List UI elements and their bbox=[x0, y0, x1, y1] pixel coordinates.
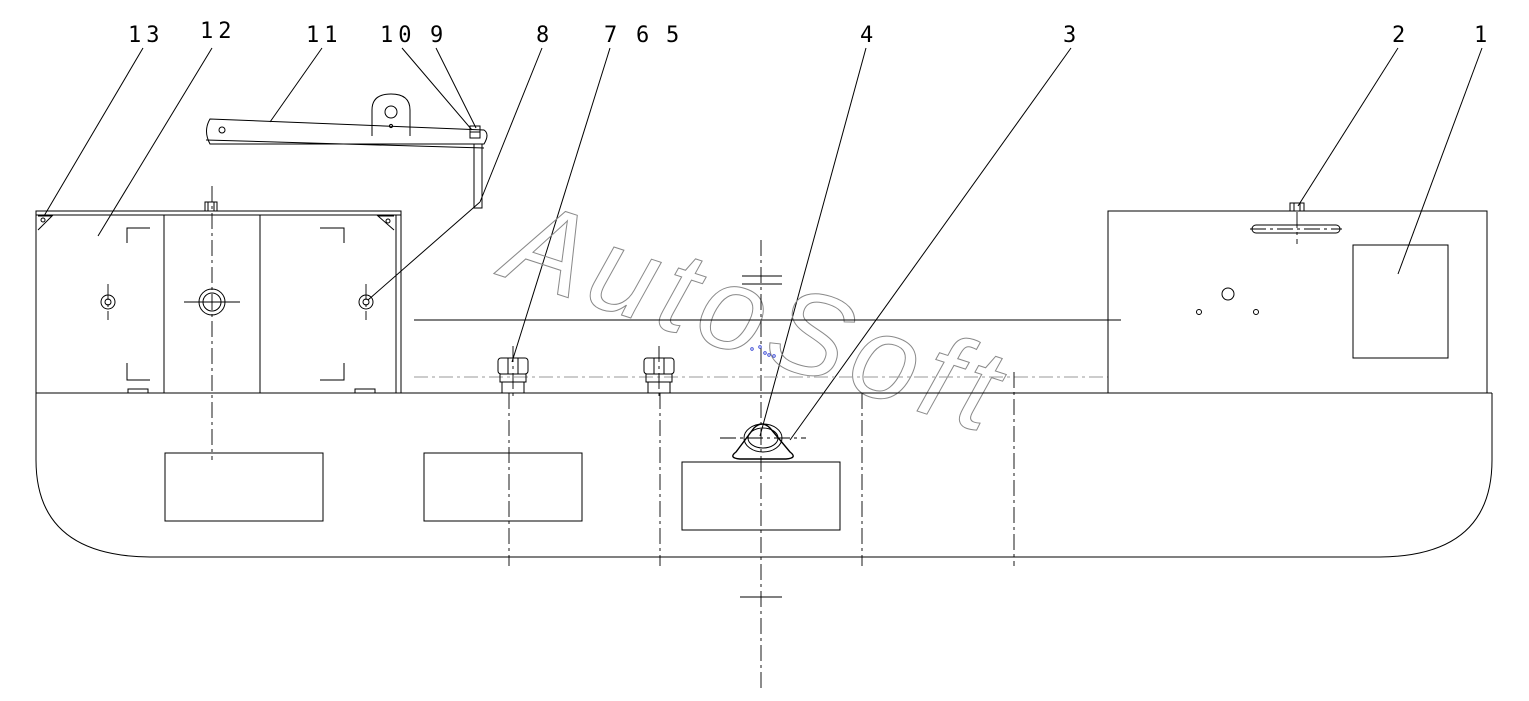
cover-bar-hole bbox=[218, 126, 226, 134]
top-stud bbox=[204, 201, 218, 212]
callout-labels: 13 12 11 10 9 8 7 6 5 4 3 2 1 bbox=[128, 19, 1492, 48]
bolt-1 bbox=[497, 346, 529, 566]
callout-10[interactable]: 10 bbox=[380, 23, 417, 48]
cover-lug-hole bbox=[384, 105, 398, 119]
right-box-hole-big bbox=[1221, 287, 1235, 301]
leader-7 bbox=[511, 47, 611, 363]
leader-lines bbox=[43, 47, 1483, 441]
hanging-rod bbox=[473, 143, 483, 209]
callout-11[interactable]: 11 bbox=[306, 23, 343, 48]
tank-outline bbox=[35, 393, 1493, 558]
cover-bar-outline bbox=[206, 118, 488, 145]
cover-bar-inner-line bbox=[205, 139, 485, 149]
bracket-mark-2 bbox=[126, 363, 150, 381]
blue-marks bbox=[750, 345, 776, 358]
callout-6[interactable]: 6 bbox=[636, 23, 654, 48]
leader-2 bbox=[1297, 47, 1399, 207]
callout-8[interactable]: 8 bbox=[536, 23, 554, 48]
left-box bbox=[35, 186, 402, 460]
fastener-left bbox=[100, 284, 116, 320]
cover-lug-pin bbox=[388, 123, 394, 129]
leader-9 bbox=[435, 47, 477, 129]
right-box-hole-left bbox=[1196, 309, 1202, 315]
right-box bbox=[1107, 202, 1488, 394]
bracket-mark-1 bbox=[126, 227, 150, 243]
corner-gusset-tl bbox=[37, 215, 54, 231]
rail bbox=[414, 319, 1121, 378]
left-box-outline bbox=[35, 210, 402, 394]
tank-body bbox=[35, 392, 1493, 558]
leader-1 bbox=[1397, 47, 1483, 275]
lifting-eye bbox=[720, 423, 806, 460]
callout-9[interactable]: 9 bbox=[430, 23, 448, 48]
callout-1[interactable]: 1 bbox=[1474, 23, 1492, 48]
fastener-right bbox=[358, 284, 374, 320]
callout-2[interactable]: 2 bbox=[1392, 23, 1410, 48]
callout-7[interactable]: 7 bbox=[604, 23, 622, 48]
right-box-label-plate bbox=[1352, 244, 1449, 359]
leader-4 bbox=[759, 47, 867, 437]
bracket-mark-4 bbox=[320, 363, 345, 381]
watermark: AutoSoft bbox=[485, 172, 1024, 460]
right-top-bolt bbox=[1289, 202, 1305, 212]
leader-13 bbox=[43, 47, 144, 217]
leader-12 bbox=[97, 47, 213, 237]
leader-8 bbox=[479, 47, 543, 203]
callout-5[interactable]: 5 bbox=[666, 23, 684, 48]
foot-2 bbox=[354, 388, 376, 394]
cover-lug bbox=[371, 93, 411, 136]
leader-10 bbox=[401, 47, 473, 131]
callout-12[interactable]: 12 bbox=[200, 19, 237, 44]
foot-1 bbox=[127, 388, 149, 394]
body-plate-2 bbox=[423, 452, 583, 522]
leader-3 bbox=[789, 47, 1072, 441]
watermark-text: AutoSoft bbox=[486, 173, 1024, 460]
bracket-mark-3 bbox=[320, 227, 345, 243]
cover-bar bbox=[205, 93, 488, 209]
right-box-hole-right bbox=[1253, 309, 1259, 315]
corner-gusset-tr bbox=[376, 215, 395, 231]
center-axis bbox=[740, 240, 1015, 688]
right-box-outline bbox=[1107, 210, 1488, 394]
corner-hole-tr bbox=[385, 218, 391, 224]
leader-8b bbox=[367, 201, 481, 301]
callout-13[interactable]: 13 bbox=[128, 23, 165, 48]
bolt-2 bbox=[643, 346, 675, 566]
callout-3[interactable]: 3 bbox=[1063, 23, 1081, 48]
corner-hole-tl bbox=[40, 217, 46, 223]
lifting-eye-triangle bbox=[732, 423, 794, 460]
callout-4[interactable]: 4 bbox=[860, 23, 878, 48]
body-plate-1 bbox=[164, 452, 324, 522]
leader-11 bbox=[269, 47, 323, 123]
